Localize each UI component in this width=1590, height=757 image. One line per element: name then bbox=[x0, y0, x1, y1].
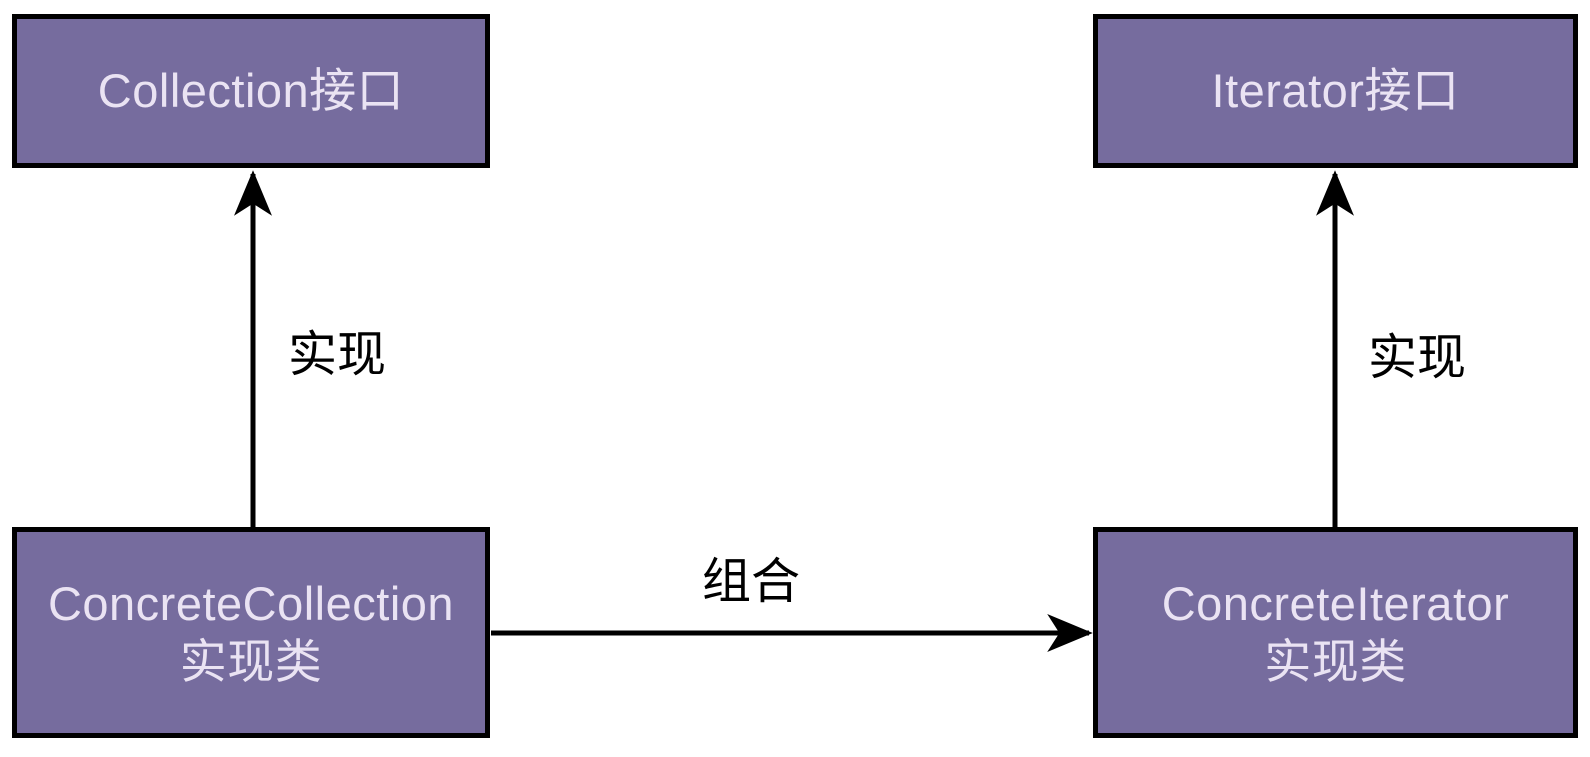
concrete-collection-label-line1: ConcreteCollection bbox=[47, 577, 455, 631]
left-implements-edge-label: 实现 bbox=[288, 328, 387, 382]
concrete-iterator-node: ConcreteIterator 实现类 bbox=[1093, 527, 1578, 738]
composition-edge-label: 组合 bbox=[702, 555, 801, 609]
concrete-collection-label-line2: 实现类 bbox=[179, 634, 323, 688]
concrete-collection-node: ConcreteCollection 实现类 bbox=[12, 527, 490, 738]
collection-interface-label: Collection接口 bbox=[97, 64, 405, 118]
collection-interface-node: Collection接口 bbox=[12, 14, 490, 168]
iterator-interface-node: Iterator接口 bbox=[1093, 14, 1578, 168]
iterator-interface-label: Iterator接口 bbox=[1211, 64, 1460, 118]
concrete-iterator-label-line1: ConcreteIterator bbox=[1161, 577, 1510, 631]
concrete-iterator-label-line2: 实现类 bbox=[1264, 634, 1407, 688]
right-implements-edge-label: 实现 bbox=[1368, 331, 1467, 385]
